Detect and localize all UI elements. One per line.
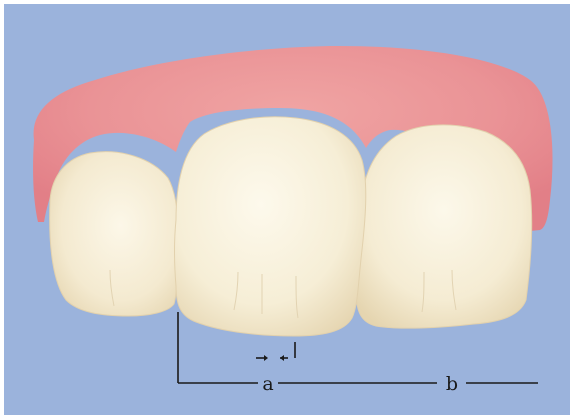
- left-lateral-incisor: [50, 152, 178, 316]
- label-b: b: [446, 373, 458, 395]
- central-incisor: [175, 117, 366, 336]
- label-a: a: [262, 373, 273, 395]
- right-central-incisor: [356, 125, 532, 328]
